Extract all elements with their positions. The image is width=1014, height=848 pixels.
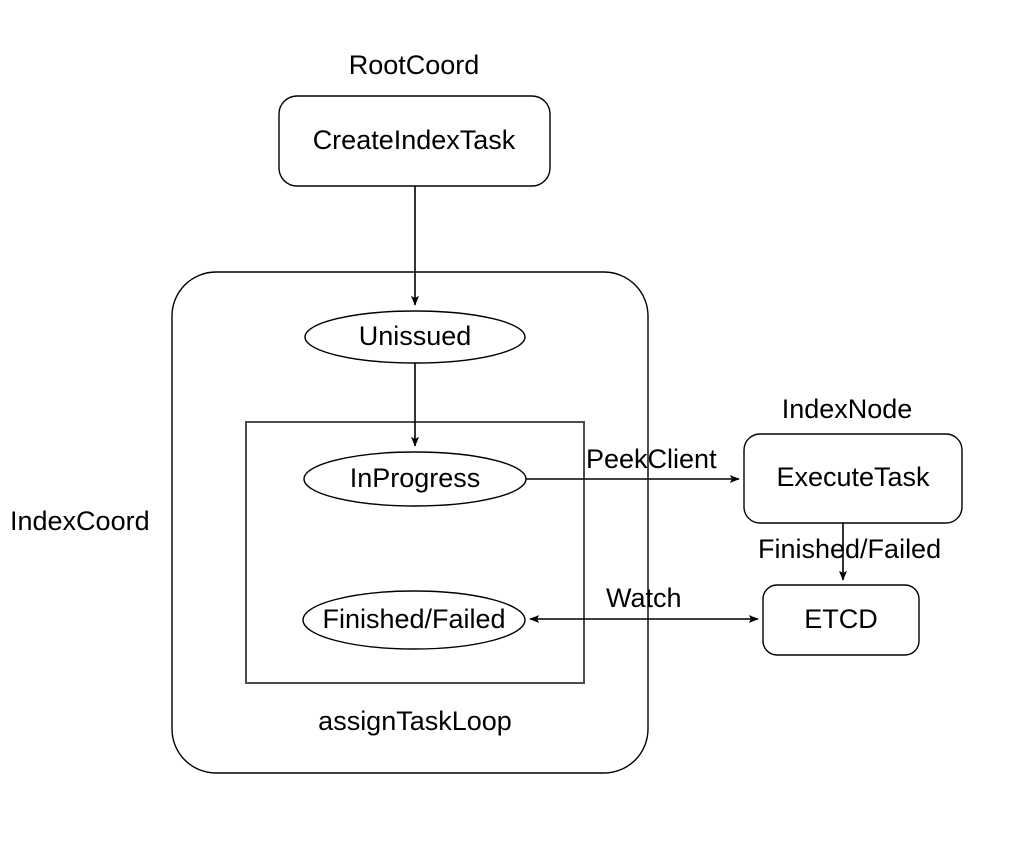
node-create-index-task[interactable]: RootCoord CreateIndexTask <box>278 50 551 187</box>
finished-failed-label: Finished/Failed <box>322 604 505 634</box>
in-progress-ellipse[interactable] <box>303 451 527 507</box>
edge-labels-layer: PeekClient Finished/Failed Watch <box>586 444 941 613</box>
edges-layer <box>411 186 847 623</box>
edge-label-watch: Watch <box>606 583 682 613</box>
node-finished-failed[interactable]: Finished/Failed <box>302 590 526 650</box>
group-assigntaskloop: assignTaskLoop <box>245 421 585 736</box>
indexnode-label: IndexNode <box>782 394 913 424</box>
create-index-task-label: CreateIndexTask <box>313 125 516 155</box>
in-progress-label: InProgress <box>350 463 481 493</box>
edge-label-finished-failed: Finished/Failed <box>758 534 941 564</box>
create-index-task-box[interactable] <box>278 95 551 187</box>
execute-task-label: ExecuteTask <box>776 462 930 492</box>
etcd-box[interactable] <box>762 584 920 656</box>
node-execute-task[interactable]: IndexNode ExecuteTask <box>743 394 963 524</box>
node-in-progress[interactable]: InProgress <box>303 451 527 507</box>
node-unissued[interactable]: Unissued <box>304 310 526 364</box>
node-etcd[interactable]: ETCD <box>762 584 920 656</box>
unissued-ellipse[interactable] <box>304 310 526 364</box>
indexcoord-label: IndexCoord <box>10 506 150 536</box>
execute-task-box[interactable] <box>743 433 963 524</box>
indexcoord-boundary <box>171 271 649 774</box>
edge-label-peekclient: PeekClient <box>586 444 717 474</box>
assigntaskloop-label: assignTaskLoop <box>318 706 512 736</box>
finished-failed-ellipse[interactable] <box>302 590 526 650</box>
unissued-label: Unissued <box>359 321 472 351</box>
etcd-label: ETCD <box>804 604 878 634</box>
group-indexcoord: IndexCoord <box>10 271 649 774</box>
rootcoord-label: RootCoord <box>349 50 480 80</box>
